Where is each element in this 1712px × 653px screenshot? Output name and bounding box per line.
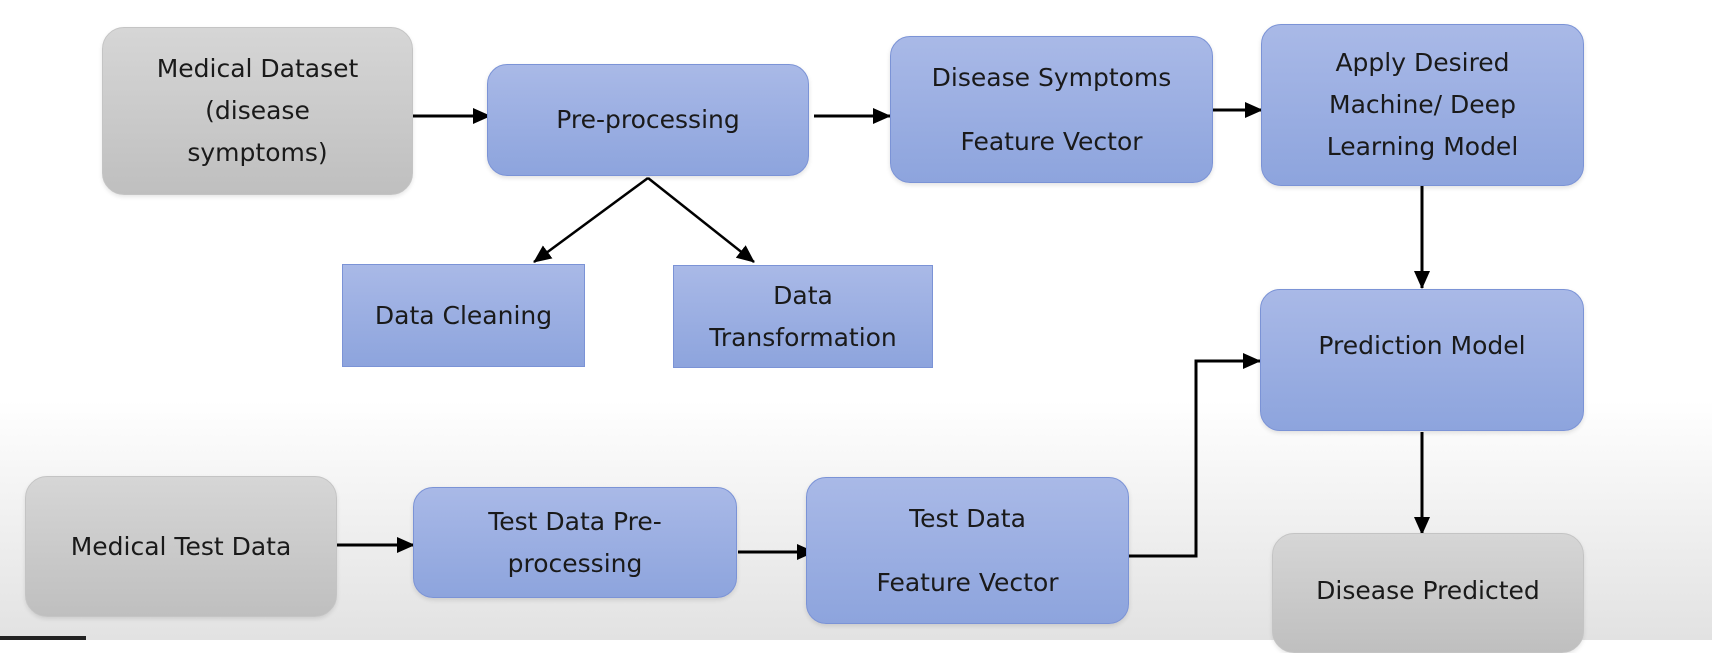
data-transformation-box: Data Transformation (673, 265, 933, 368)
medical-dataset-label: Medical Dataset (disease symptoms) (156, 54, 359, 167)
apply-model-label: Apply Desired Machine/ Deep Learning Mod… (1326, 48, 1519, 161)
pre-processing-box: Pre-processing (487, 64, 809, 176)
disease-predicted-label: Disease Predicted (1316, 576, 1540, 605)
arrow-preprocessing-to-cleaning (533, 176, 649, 264)
data-cleaning-box: Data Cleaning (342, 264, 585, 367)
disease-symptoms-vector-box: Disease Symptoms Feature Vector (890, 36, 1213, 183)
test-preprocessing-box: Test Data Pre- processing (413, 487, 737, 598)
disease-predicted-box: Disease Predicted (1272, 533, 1584, 653)
disease-symptoms-vector-label: Disease Symptoms Feature Vector (931, 62, 1172, 156)
data-transformation-label: Data Transformation (709, 280, 897, 352)
pre-processing-label: Pre-processing (556, 105, 740, 134)
data-cleaning-label: Data Cleaning (374, 300, 553, 330)
test-vector-box: Test Data Feature Vector (806, 477, 1129, 624)
test-preprocessing-label: Test Data Pre- processing (488, 506, 662, 578)
arrow-test-vector-to-prediction (1129, 353, 1261, 558)
arrow-preprocessing-to-transformation (647, 177, 755, 263)
prediction-model-label: Prediction Model (1318, 331, 1526, 360)
medical-dataset-box: Medical Dataset (disease symptoms) (102, 27, 413, 195)
medical-test-data-box: Medical Test Data (25, 476, 337, 617)
test-vector-label: Test Data Feature Vector (876, 503, 1059, 597)
video-progress-bar (0, 636, 86, 640)
medical-test-data-label: Medical Test Data (70, 531, 292, 561)
apply-model-box: Apply Desired Machine/ Deep Learning Mod… (1261, 24, 1584, 186)
prediction-model-box: Prediction Model (1260, 289, 1584, 431)
